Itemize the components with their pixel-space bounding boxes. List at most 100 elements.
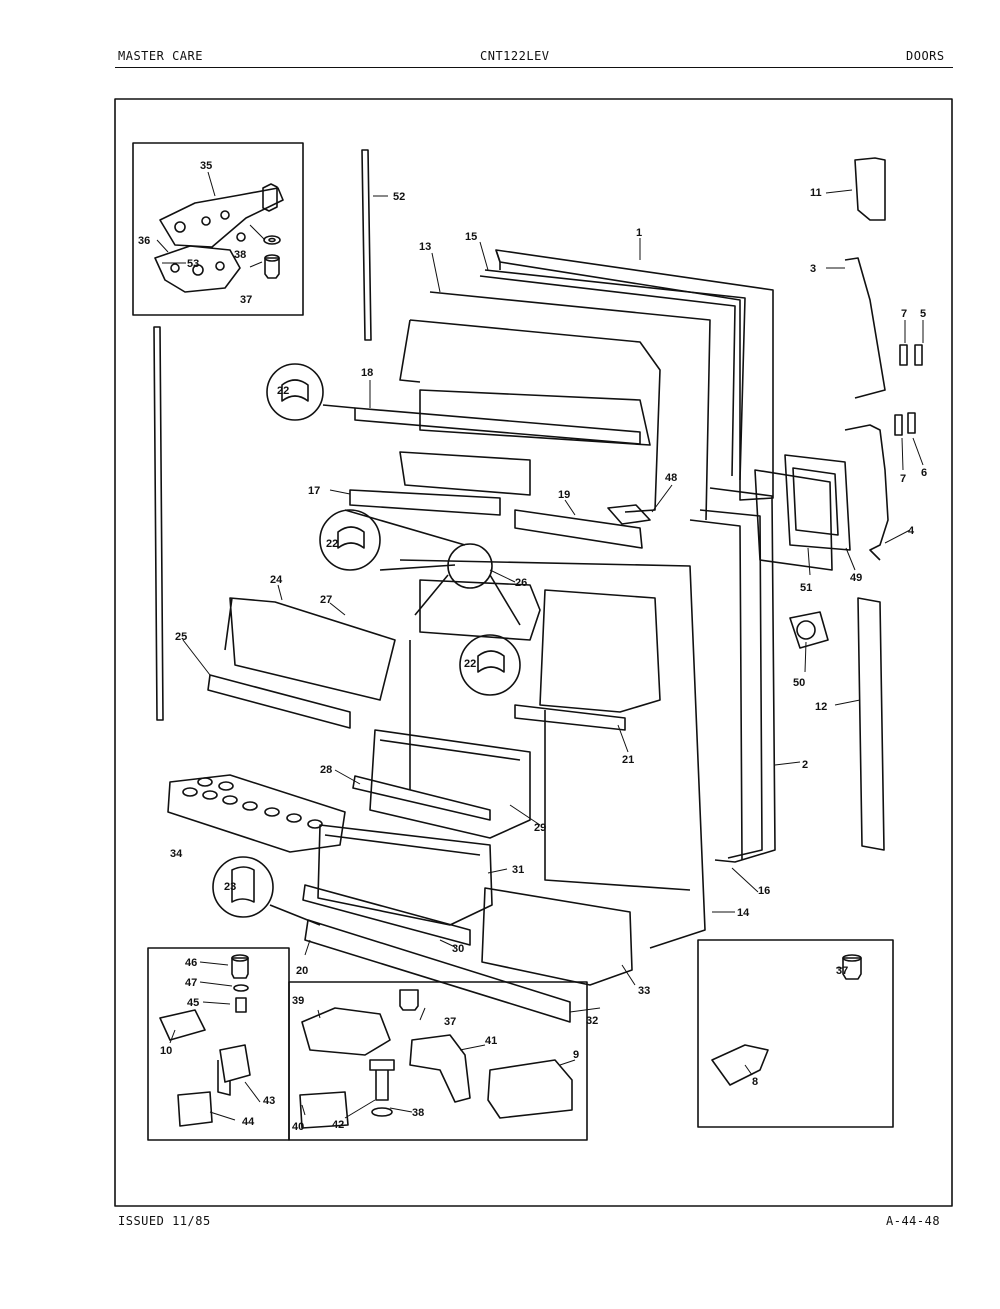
callout-40: 40: [292, 1121, 304, 1133]
callout-15: 15: [465, 231, 477, 243]
callout-36: 36: [138, 235, 150, 247]
callout-34: 34: [170, 848, 183, 860]
footer-page-code: A-44-48: [886, 1214, 941, 1228]
callout-43: 43: [263, 1095, 275, 1107]
detail-circle-26: [447, 543, 493, 589]
part-6-insert: [907, 412, 916, 434]
callout-33: 33: [638, 985, 650, 997]
callout-11: 11: [810, 187, 822, 199]
callout-14: 14: [737, 907, 750, 919]
part-24-dairy-door: [224, 597, 396, 701]
callout-21: 21: [622, 754, 634, 766]
callout-10: 10: [160, 1045, 172, 1057]
callout-2: 2: [802, 759, 808, 771]
callout-29: 29: [534, 822, 546, 834]
part-21-shelf-bar: [514, 704, 626, 731]
part-28-trim-bar: [352, 775, 491, 821]
callout-44: 44: [242, 1116, 255, 1128]
callout-1: 1: [636, 227, 642, 239]
callout-13: 13: [419, 241, 431, 253]
egg-tray-cups: [182, 777, 323, 829]
callout-51: 51: [800, 582, 812, 594]
part-25-trim-bar: [207, 674, 351, 729]
freezer-door-assembly: [349, 249, 774, 549]
part-50-cam: [789, 611, 829, 649]
part-11-handle-cap: [854, 157, 886, 221]
callout-22-lower: 22: [464, 658, 476, 670]
part-30-trim-bar: [302, 884, 471, 946]
callout-22-middle: 22: [326, 538, 338, 550]
detail-circle-22-lower: [459, 634, 521, 696]
inset-middle-hinge-box: [288, 981, 588, 1141]
callout-48: 48: [665, 472, 677, 484]
lower-hinge-parts: [159, 954, 862, 1129]
callout-6: 6: [921, 467, 927, 479]
part-7-insert: [899, 344, 908, 366]
part-19-shelf-bar: [514, 509, 643, 549]
part-12-handle-trim: [857, 597, 885, 851]
callout-7-lower: 7: [900, 473, 906, 485]
callout-24: 24: [270, 574, 283, 586]
callout-39: 39: [292, 995, 304, 1007]
callout-8: 8: [752, 1076, 758, 1088]
callout-41: 41: [485, 1035, 497, 1047]
callout-22-upper: 22: [277, 385, 289, 397]
detail-circle-22-middle: [319, 509, 381, 571]
callout-37-middle-inset: 37: [444, 1016, 456, 1028]
part-52-strip: [361, 149, 372, 341]
part-51-gasket: [754, 469, 833, 571]
callout-46: 46: [185, 957, 197, 969]
header-section: DOORS: [906, 49, 945, 63]
callout-25: 25: [175, 631, 187, 643]
callout-12: 12: [815, 701, 827, 713]
callout-50: 50: [793, 677, 805, 689]
callout-42: 42: [332, 1119, 344, 1131]
inset-bottom-right-box: [697, 939, 894, 1128]
footer-issue-date: ISSUED 11/85: [118, 1214, 211, 1228]
part-53-strip: [153, 326, 164, 721]
callout-5: 5: [920, 308, 926, 320]
part-4-lower-handle-bracket: [844, 424, 889, 561]
callout-19: 19: [558, 489, 570, 501]
callout-49: 49: [850, 572, 862, 584]
callout-27: 27: [320, 594, 332, 606]
callout-45: 45: [187, 997, 199, 1009]
top-hinge-assembly: [154, 183, 284, 293]
header-model-number: CNT122LEV: [480, 49, 550, 63]
part-7-lower-insert: [894, 414, 903, 436]
part-32-trim-bar: [304, 919, 571, 1023]
callout-7-upper: 7: [901, 308, 907, 320]
part-3-handle-bracket: [844, 257, 886, 399]
callout-52: 52: [393, 191, 405, 203]
callout-4: 4: [908, 525, 915, 537]
callout-35: 35: [200, 160, 212, 172]
callout-20: 20: [296, 965, 308, 977]
diagram-frame: [114, 98, 953, 1207]
callout-37-right-inset: 37: [836, 965, 848, 977]
part-18-shelf-bar: [354, 407, 641, 445]
part-29-bin: [369, 729, 531, 839]
callout-47: 47: [185, 977, 197, 989]
callout-30: 30: [452, 943, 464, 955]
part-48-vent: [607, 504, 651, 525]
detail-circle-22-upper: [266, 363, 324, 421]
callout-32: 32: [586, 1015, 598, 1027]
callout-16: 16: [758, 885, 770, 897]
callout-23: 23: [224, 881, 236, 893]
header-brand: MASTER CARE: [118, 49, 203, 63]
callout-53: 53: [187, 258, 199, 270]
callout-28: 28: [320, 764, 332, 776]
detail-circle-23: [212, 856, 274, 918]
callout-9: 9: [573, 1049, 579, 1061]
callout-38-middle-inset: 38: [412, 1107, 424, 1119]
part-33-bin: [481, 887, 633, 986]
callout-17: 17: [308, 485, 320, 497]
part-34-egg-tray: [167, 774, 346, 853]
callout-labels: 1 2 3 4 5 6 7 7 8 9 10 11 12 13 14 15 16…: [138, 160, 927, 1133]
callout-31: 31: [512, 864, 524, 876]
callout-3: 3: [810, 263, 816, 275]
part-17-shelf-bar: [349, 489, 501, 516]
callout-37-top-inset: 37: [240, 294, 252, 306]
